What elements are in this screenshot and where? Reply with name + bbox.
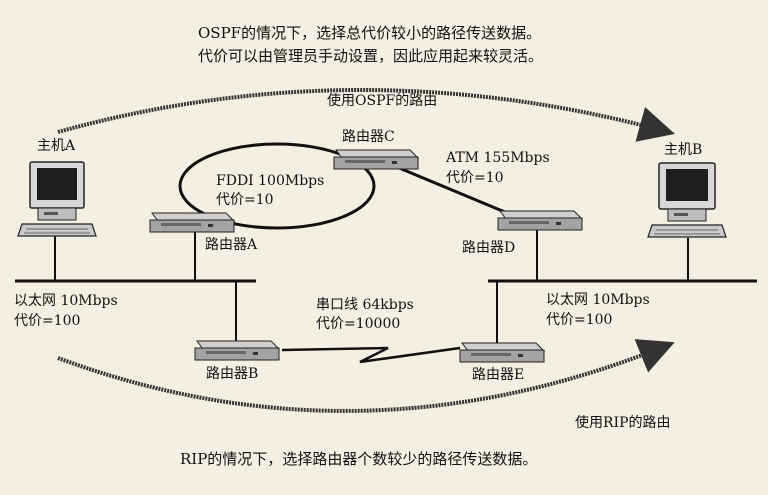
host-a-label: 主机A	[37, 138, 76, 154]
router-b-icon	[194, 340, 281, 361]
router-e-icon	[459, 342, 546, 363]
router-a-icon	[149, 212, 236, 233]
fddi-ring	[178, 142, 376, 230]
router-c-label: 路由器C	[342, 129, 395, 145]
ethernet-left-name: 以太网 10Mbps	[14, 293, 118, 309]
fddi-link-cost: 代价=10	[216, 192, 274, 208]
rip-route-arrow	[57, 339, 675, 413]
router-a-label: 路由器A	[205, 237, 258, 253]
ethernet-left-cost: 代价=100	[14, 313, 81, 329]
atm-link-cost: 代价=10	[446, 170, 504, 186]
serial-link-line	[281, 346, 461, 364]
ospf-route-label: 使用OSPF的路由	[327, 93, 438, 109]
router-d-icon	[497, 210, 584, 231]
router-d-label: 路由器D	[462, 240, 516, 256]
serial-link-cost: 代价=10000	[316, 316, 401, 332]
fddi-link-name: FDDI 100Mbps	[216, 173, 325, 189]
header-line-1: OSPF的情况下，选择总代价较小的路径传送数据。	[198, 24, 542, 42]
host-b-computer-icon	[647, 162, 727, 238]
atm-link-line	[391, 163, 513, 217]
ethernet-right-name: 以太网 10Mbps	[546, 292, 650, 308]
ethernet-right-cost: 代价=100	[546, 312, 613, 328]
rip-route-label: 使用RIP的路由	[575, 415, 671, 431]
atm-link-name: ATM 155Mbps	[446, 150, 550, 166]
footer-note: RIP的情况下，选择路由器个数较少的路径传送数据。	[180, 450, 538, 468]
host-b-label: 主机B	[664, 142, 703, 158]
router-b-label: 路由器B	[206, 366, 259, 382]
host-a-computer-icon	[17, 161, 97, 237]
router-e-label: 路由器E	[472, 367, 525, 383]
router-c-icon	[333, 149, 420, 170]
ospf-route-arrow	[57, 88, 675, 142]
header-line-2: 代价可以由管理员手动设置，因此应用起来较灵活。	[198, 47, 544, 65]
serial-link-name: 串口线 64kbps	[316, 297, 414, 313]
